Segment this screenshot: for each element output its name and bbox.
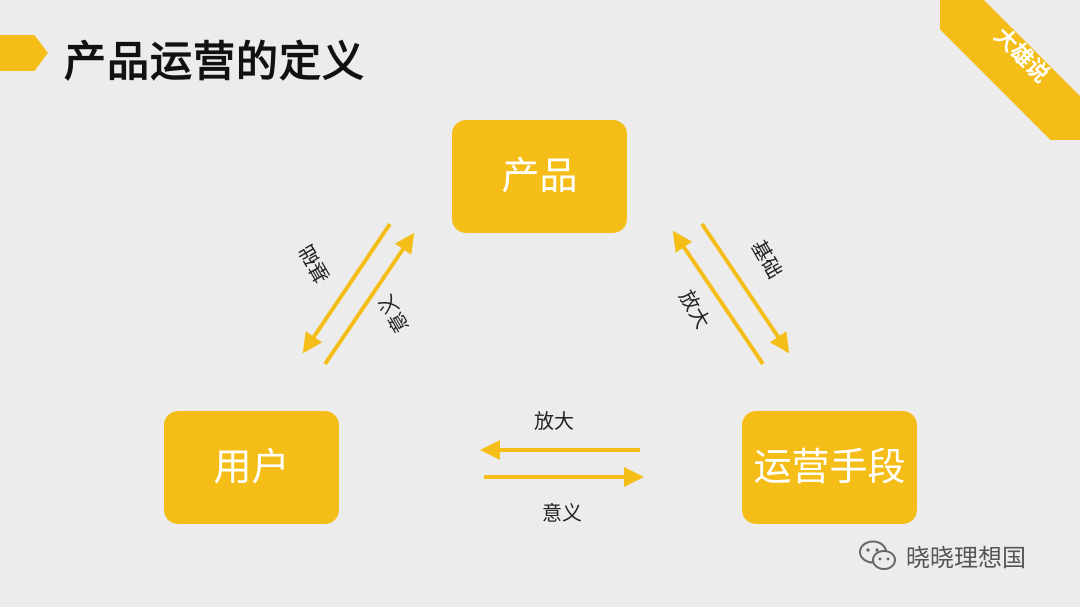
label-user-ops-bottom: 意义 xyxy=(542,501,582,525)
watermark: 晓晓理想国 xyxy=(858,538,1026,573)
arrow-product-to-ops xyxy=(700,222,790,354)
node-user: 用户 xyxy=(164,411,339,524)
watermark-text: 晓晓理想国 xyxy=(906,544,1026,572)
arrow-product-to-user xyxy=(302,222,392,354)
node-operations: 运营手段 xyxy=(742,411,917,524)
arrow-ops-to-product xyxy=(672,230,765,366)
wechat-icon xyxy=(859,540,896,570)
node-user-label: 用户 xyxy=(213,444,290,489)
label-user-ops-top: 放大 xyxy=(534,409,574,433)
node-product-label: 产品 xyxy=(501,153,578,198)
page-title: 产品运营的定义 xyxy=(64,37,366,86)
node-operations-label: 运营手段 xyxy=(753,444,906,489)
node-product: 产品 xyxy=(452,120,627,233)
arrow-user-to-product xyxy=(323,232,415,366)
